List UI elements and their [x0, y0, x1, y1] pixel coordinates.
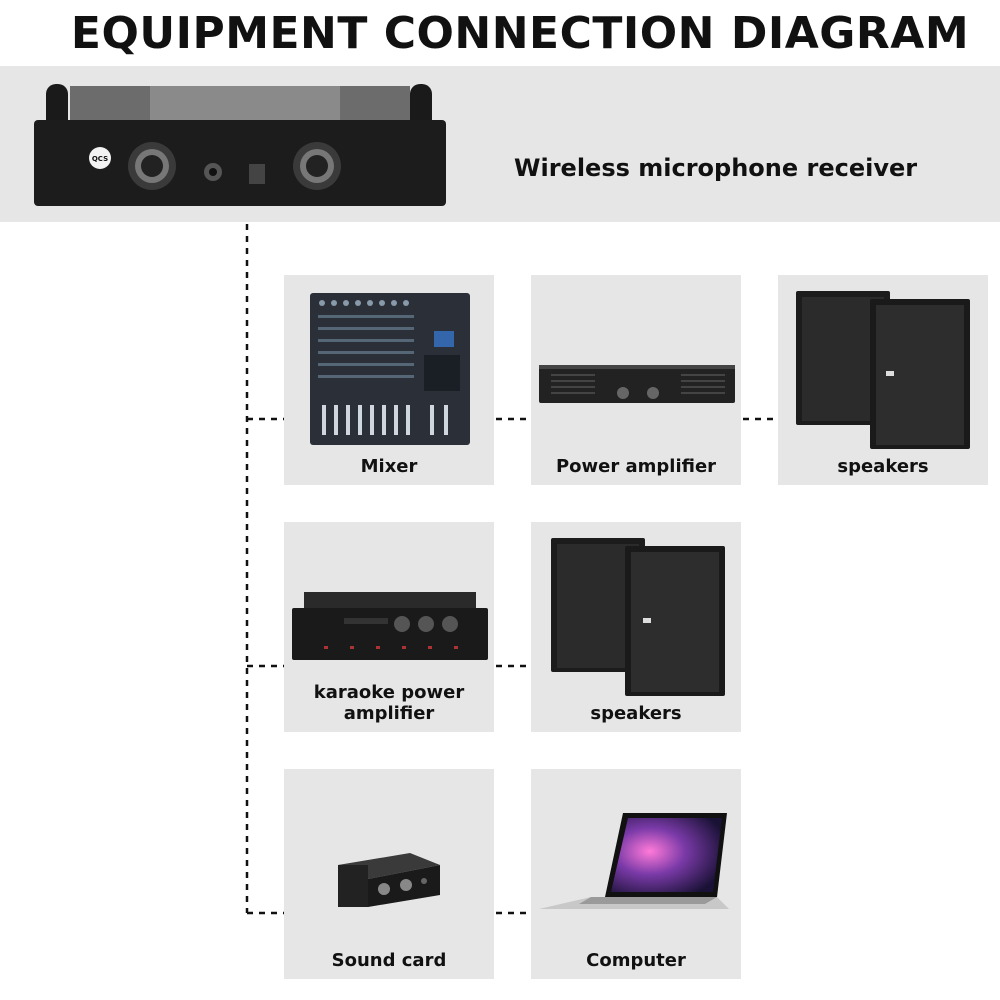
- sound-card-image: [338, 853, 440, 907]
- receiver-image: QCS: [34, 84, 446, 206]
- receiver-label: Wireless microphone receiver: [514, 154, 918, 182]
- speakers-label-1: speakers: [837, 456, 929, 477]
- karaoke-amplifier-image: [292, 592, 488, 660]
- qc-badge: QCS: [92, 155, 108, 163]
- receiver-band: QCS Wireless microphone receiver: [0, 66, 1000, 222]
- power-amplifier-label: Power amplifier: [555, 456, 717, 477]
- speakers-image-1: [796, 291, 970, 449]
- speakers-box-2: speakers: [531, 522, 741, 732]
- sound-card-label: Sound card: [331, 950, 447, 971]
- sound-card-box: Sound card: [284, 769, 494, 979]
- mixer-image: [310, 293, 470, 445]
- computer-box: Computer: [531, 769, 741, 979]
- mixer-box: Mixer: [284, 275, 494, 485]
- karaoke-amplifier-label: karaoke power amplifier: [313, 682, 465, 724]
- diagram-title: EQUIPMENT CONNECTION DIAGRAM: [70, 8, 970, 59]
- speakers-image-2: [551, 538, 725, 696]
- speakers-box-1: speakers: [778, 275, 988, 485]
- computer-label: Computer: [586, 950, 686, 971]
- power-amplifier-box: Power amplifier: [531, 275, 741, 485]
- computer-image: [539, 813, 729, 909]
- mixer-label: Mixer: [360, 456, 418, 477]
- karaoke-amplifier-box: karaoke power amplifier: [284, 522, 494, 732]
- speakers-label-2: speakers: [590, 703, 682, 724]
- power-amplifier-image: [539, 365, 735, 403]
